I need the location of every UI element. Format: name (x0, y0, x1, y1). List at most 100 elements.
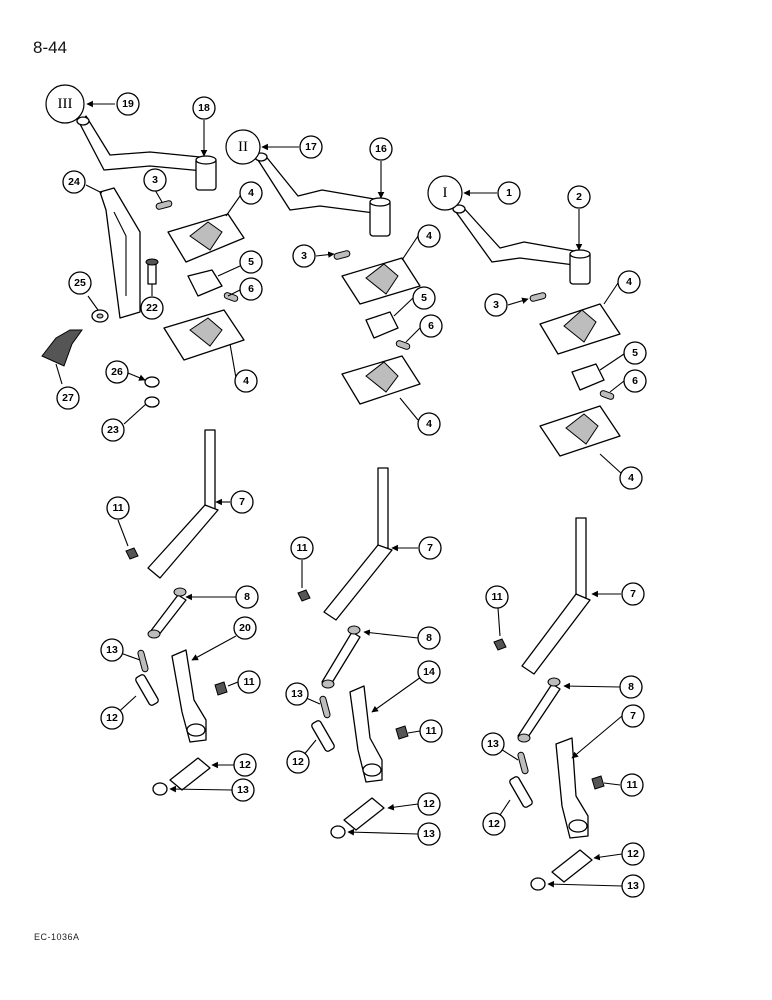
callout: 4 (617, 270, 641, 294)
shaft-7 (204, 429, 216, 511)
nut-11 (591, 775, 605, 790)
pin-15 (517, 751, 529, 775)
pin-15 (319, 695, 331, 719)
callout: 11 (485, 585, 509, 609)
callout: 13 (417, 822, 441, 846)
callout: 3 (484, 293, 508, 317)
nut-11 (395, 725, 409, 740)
svg-text:11: 11 (243, 676, 254, 688)
callout: 4 (417, 412, 441, 436)
guide-slot (189, 221, 223, 251)
pin-3 (155, 200, 173, 210)
pin-14 (311, 720, 335, 752)
callout: 19 (116, 92, 140, 116)
guide-slot-lower (189, 317, 223, 347)
shift-rod-iii (79, 115, 215, 173)
callout: 22 (140, 296, 164, 320)
svg-text:4: 4 (426, 418, 432, 430)
shift-rod-ii (257, 153, 383, 215)
pin-3 (529, 292, 547, 302)
svg-text:16: 16 (375, 143, 387, 155)
svg-text:7: 7 (630, 588, 636, 600)
callout: 12 (100, 706, 124, 730)
rod-end (76, 116, 90, 126)
callout: 4 (239, 181, 263, 205)
svg-text:11: 11 (491, 591, 502, 603)
lever-21 (171, 649, 207, 743)
svg-text:3: 3 (152, 174, 158, 186)
callout: 27 (56, 386, 80, 410)
svg-text:6: 6 (248, 283, 254, 295)
link-12 (551, 849, 593, 883)
callout: 11 (237, 670, 261, 694)
callout: 13 (285, 682, 309, 706)
svg-text:1: 1 (506, 187, 512, 199)
svg-text:12: 12 (292, 756, 304, 768)
callout: 17 (299, 135, 323, 159)
callout: 4 (417, 224, 441, 248)
svg-text:3: 3 (493, 299, 499, 311)
callout: 13 (481, 732, 505, 756)
bush-13 (152, 782, 168, 796)
pin-6 (599, 390, 615, 400)
callout: 4 (234, 369, 258, 393)
callout: 20 (233, 616, 257, 640)
svg-text:5: 5 (421, 292, 427, 304)
callout: 24 (62, 170, 86, 194)
block-5 (365, 311, 399, 339)
leader-lines (55, 100, 625, 888)
svg-text:11: 11 (626, 779, 637, 791)
svg-text:13: 13 (237, 784, 249, 796)
svg-text:5: 5 (248, 256, 254, 268)
svg-text:13: 13 (627, 880, 639, 892)
svg-text:2: 2 (576, 191, 582, 203)
roman-label-i: I (443, 185, 448, 201)
lever-9 (555, 737, 589, 839)
figure-code: EC-1036A (34, 932, 80, 942)
callout: 26 (105, 360, 129, 384)
shift-arm-7 (147, 504, 219, 579)
callout: 7 (621, 704, 645, 728)
callout: 4 (619, 466, 643, 490)
roman-label-iii: III (58, 96, 73, 112)
nut-11 (125, 547, 139, 560)
svg-text:12: 12 (627, 848, 639, 860)
svg-text:24: 24 (68, 176, 80, 188)
nut-24 (144, 376, 160, 388)
bush-13 (530, 877, 546, 891)
svg-text:14: 14 (423, 666, 435, 678)
callout: 18 (192, 96, 216, 120)
callout: 11 (106, 496, 130, 520)
svg-text:6: 6 (632, 375, 638, 387)
svg-text:4: 4 (626, 276, 632, 288)
callout: 5 (412, 286, 436, 310)
svg-text:13: 13 (291, 688, 303, 700)
svg-text:12: 12 (239, 759, 251, 771)
callout: 25 (68, 271, 92, 295)
callout: 11 (419, 719, 443, 743)
svg-text:7: 7 (427, 542, 433, 554)
shift-rod-i (455, 205, 583, 267)
callout: 13 (231, 778, 255, 802)
svg-text:11: 11 (112, 502, 123, 514)
callout: 7 (621, 582, 645, 606)
shaft-7 (575, 517, 587, 599)
svg-text:13: 13 (487, 738, 499, 750)
svg-text:11: 11 (296, 542, 307, 554)
shift-group-i (452, 204, 621, 891)
pin-6 (395, 340, 411, 350)
shift-group-ii (254, 152, 421, 839)
callout: 8 (235, 585, 259, 609)
svg-text:20: 20 (239, 622, 251, 634)
shift-arm-7 (323, 544, 393, 621)
link-12 (169, 757, 211, 791)
svg-text:13: 13 (423, 828, 435, 840)
svg-text:12: 12 (423, 798, 435, 810)
svg-text:7: 7 (630, 710, 636, 722)
shift-arm-7 (521, 593, 591, 675)
callout: 12 (233, 753, 257, 777)
svg-text:4: 4 (248, 187, 254, 199)
bolt-head (145, 258, 159, 266)
callout: 12 (417, 792, 441, 816)
